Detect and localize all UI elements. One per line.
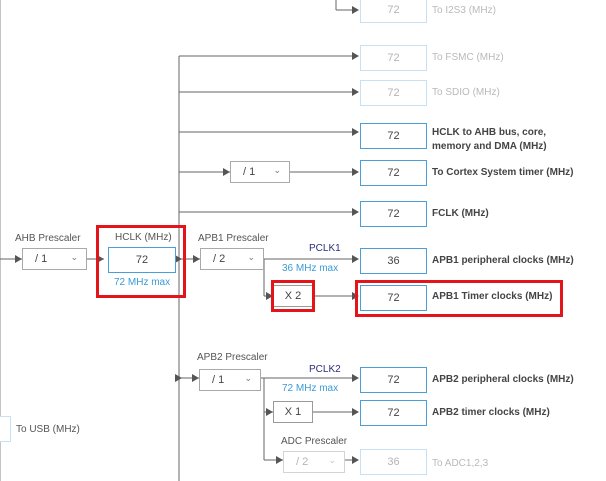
- apb2-timer-clock-value[interactable]: 72: [360, 400, 427, 426]
- pclk1-max-label: 36 MHz max: [282, 263, 339, 274]
- cortex-timer-divider-select[interactable]: / 1 ⌄: [230, 161, 290, 183]
- i2s3-clock-label: To I2S3 (MHz): [432, 5, 496, 16]
- apb2-timer-clock-label: APB2 timer clocks (MHz): [432, 407, 550, 418]
- apb1-peripheral-clock-label: APB1 peripheral clocks (MHz): [432, 255, 574, 266]
- apb1-prescaler-select[interactable]: / 2 ⌄: [200, 248, 264, 270]
- cortex-timer-clock-label: To Cortex System timer (MHz): [432, 167, 574, 178]
- hclk-highlight: [96, 225, 186, 298]
- fclk-value[interactable]: 72: [360, 201, 427, 227]
- adc-prescaler-label: ADC Prescaler: [281, 436, 348, 447]
- sdio-clock-label: To SDIO (MHz): [432, 87, 500, 98]
- apb2-prescaler-label: APB2 Prescaler: [197, 352, 268, 363]
- cortex-timer-clock-value[interactable]: 72: [360, 160, 427, 186]
- chevron-down-icon: ⌄: [247, 252, 255, 262]
- apb1-timer-clock-label: APB1 Timer clocks (MHz): [432, 291, 553, 302]
- pclk1-label: PCLK1: [309, 243, 341, 254]
- pclk2-label: PCLK2: [309, 364, 341, 375]
- adc-clock-value[interactable]: 36: [360, 449, 427, 475]
- hclk-value[interactable]: 72: [108, 247, 176, 273]
- apb2-prescaler-select[interactable]: / 1 ⌄: [199, 369, 261, 391]
- chevron-down-icon: ⌄: [70, 252, 78, 262]
- hclk-ahb-clock-label-line2: memory and DMA (MHz): [432, 141, 547, 152]
- ahb-prescaler-select[interactable]: / 1 ⌄: [22, 248, 87, 270]
- apb2-peripheral-clock-value[interactable]: 72: [360, 367, 427, 393]
- ahb-prescaler-value: / 1: [35, 253, 48, 265]
- apb2-prescaler-value: / 1: [212, 374, 225, 386]
- chevron-down-icon: ⌄: [328, 455, 336, 465]
- ahb-prescaler-label: AHB Prescaler: [15, 233, 81, 244]
- apb2-timer-multiplier: X 1: [273, 401, 313, 423]
- sdio-clock-value[interactable]: 72: [360, 80, 427, 106]
- usb-clock-value[interactable]: [0, 416, 11, 442]
- apb1-prescaler-label: APB1 Prescaler: [198, 233, 269, 244]
- usb-clock-label: To USB (MHz): [16, 424, 80, 435]
- i2s3-clock-value[interactable]: 72: [360, 0, 427, 23]
- adc-prescaler-value: / 2: [296, 456, 309, 468]
- hclk-ahb-clock-value[interactable]: 72: [360, 123, 427, 149]
- pclk2-max-label: 72 MHz max: [282, 383, 339, 394]
- apb1-timer-clock-value[interactable]: 72: [360, 285, 427, 311]
- adc-prescaler-select[interactable]: / 2 ⌄: [283, 451, 345, 473]
- apb1-timer-multiplier-highlight: [271, 280, 315, 312]
- fclk-label: FCLK (MHz): [432, 208, 489, 219]
- apb1-peripheral-clock-value[interactable]: 36: [360, 248, 427, 274]
- chevron-down-icon: ⌄: [244, 373, 252, 383]
- hclk-max-label: 72 MHz max: [114, 277, 171, 288]
- fsmc-clock-label: To FSMC (MHz): [432, 52, 504, 63]
- apb1-prescaler-value: / 2: [213, 253, 226, 265]
- cortex-timer-divider-value: / 1: [243, 166, 256, 178]
- fsmc-clock-value[interactable]: 72: [360, 45, 427, 71]
- hclk-label: HCLK (MHz): [115, 232, 172, 243]
- hclk-ahb-clock-label-line1: HCLK to AHB bus, core,: [432, 127, 547, 138]
- apb2-peripheral-clock-label: APB2 peripheral clocks (MHz): [432, 374, 574, 385]
- adc-clock-label: To ADC1,2,3: [432, 458, 489, 469]
- apb1-timer-clock-highlight: [355, 280, 563, 317]
- chevron-down-icon: ⌄: [273, 165, 281, 175]
